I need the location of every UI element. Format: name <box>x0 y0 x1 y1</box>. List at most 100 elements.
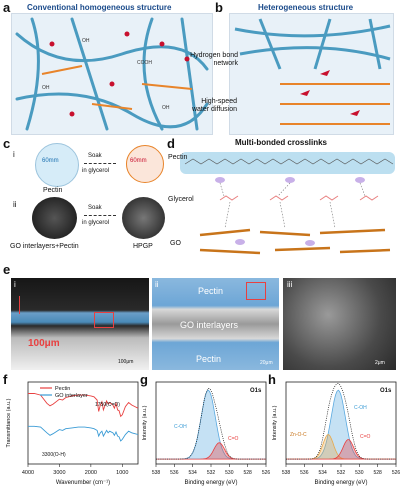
ftir-xlabel: Wavenumber (cm⁻¹) <box>56 480 110 486</box>
water-diffusion-label: High-speed water diffusion <box>191 98 237 113</box>
sem-iii-sub: iii <box>287 280 293 289</box>
ftir-plot-frame <box>27 381 139 465</box>
sem-ii-sub: ii <box>155 280 159 289</box>
xps-peak-2-0 <box>286 389 396 460</box>
panel-b-illustration <box>229 13 394 135</box>
xps-h-zn: Zn-O-C <box>290 432 307 438</box>
svg-text:OH: OH <box>42 85 50 91</box>
legend-go: GO interlayer <box>55 393 88 399</box>
hpgp-label: HPGP <box>133 243 153 250</box>
xps-xtick-label-1-1: 536 <box>170 470 179 476</box>
xps-xtick-label-2-4: 530 <box>355 470 364 476</box>
sem-image-i <box>11 278 149 370</box>
panel-h-label: h <box>268 372 276 387</box>
zoom-box-ii <box>246 282 266 300</box>
ann-co: 1750(C=O) <box>95 402 120 408</box>
legend-pectin: Pectin <box>55 386 70 392</box>
panel-d-illustration <box>180 150 395 260</box>
xps-g-xlabel: Binding energy (eV) <box>184 480 237 486</box>
xps-xtick-label-2-1: 536 <box>300 470 309 476</box>
xps-h-cod: C=O <box>360 434 371 440</box>
arrow-1 <box>84 163 116 164</box>
panel-c-label: c <box>3 136 11 151</box>
xps-xtick-label-2-2: 534 <box>318 470 327 476</box>
sem-i-sub: i <box>14 280 16 289</box>
xps-g-cod: C=O <box>228 436 239 442</box>
ftir-series-1 <box>28 425 139 442</box>
sem-image-iii <box>283 278 396 370</box>
thickness-label: 100μm <box>28 338 60 349</box>
heterogeneous-network-illustration <box>234 18 391 125</box>
xps-xtick-label-1-2: 534 <box>188 470 197 476</box>
svg-text:COOH: COOH <box>137 60 152 66</box>
ann-oh: 3300(O-H) <box>42 452 66 458</box>
scale-i: 100μm <box>118 359 134 365</box>
xps-xtick-label-2-0: 538 <box>282 470 291 476</box>
panel-c-sub-ii: ii <box>13 200 17 209</box>
ftir-xtick-label-3: 1000 <box>116 470 128 476</box>
panel-b-title: Heterogeneous structure <box>258 3 354 12</box>
sem-pectin-bottom: Pectin <box>196 354 222 364</box>
ftir-ylabel: Transmittance (a.u.) <box>6 398 12 447</box>
panel-b-label: b <box>215 0 223 15</box>
xps-g-chart: 538 536 534 532 530 528 526 O1s C-OH C=O Bindi… <box>142 381 270 486</box>
xps-xtick-label-1-4: 530 <box>225 470 234 476</box>
panel-d-title: Multi-bonded crosslinks <box>235 138 328 147</box>
crosslink-illustration <box>180 152 395 255</box>
xps-envelope-1 <box>156 388 266 460</box>
xps-xtick-label-1-3: 532 <box>207 470 216 476</box>
sem-go-interlayers: GO interlayers <box>180 320 239 330</box>
arrow-2 <box>84 215 116 216</box>
xps-g-coh: C-OH <box>174 424 187 430</box>
glycerol-label-1: in glycerol <box>82 168 110 174</box>
xps-xtick-label-2-5: 528 <box>373 470 382 476</box>
scale-ii: 20μm <box>260 360 273 366</box>
ftir-xtick-label-2: 2000 <box>85 470 97 476</box>
panel-d-label: d <box>167 136 175 151</box>
go-pectin-disk <box>32 197 77 239</box>
panel-d-pectin-label: Pectin <box>168 154 188 161</box>
svg-text:OH: OH <box>162 105 170 111</box>
panel-e-label: e <box>3 262 11 277</box>
xps-xtick-label-1-6: 526 <box>262 470 270 476</box>
xps-h-chart: 538 536 534 532 530 528 526 O1s C-OH Zn-O-C C=… <box>272 381 400 486</box>
soak-label-1: Soak <box>88 153 102 159</box>
panel-a-illustration: OH COOH OH OH <box>11 13 213 135</box>
xps-xtick-label-1-5: 528 <box>243 470 252 476</box>
homogeneous-network-illustration: OH COOH OH OH <box>15 17 209 131</box>
dim-after-label: 60mm <box>130 158 147 164</box>
ftir-xtick-label-1: 3000 <box>53 470 65 476</box>
xps-g-title: O1s <box>250 388 262 394</box>
scale-iii: 2μm <box>375 360 385 366</box>
xps-h-ylabel: Intensity (a.u.) <box>272 405 278 440</box>
xps-xtick-label-2-3: 532 <box>337 470 346 476</box>
panel-d-go-label: GO <box>170 240 181 247</box>
xps-peak-1-0 <box>156 389 266 460</box>
panel-a-title: Conventional homogeneous structure <box>27 3 172 12</box>
xps-peak-1-1 <box>156 442 266 460</box>
sem-pectin-top: Pectin <box>198 286 224 296</box>
soak-label-2: Soak <box>88 205 102 211</box>
ftir-legend: Pectin GO interlayer <box>40 386 88 399</box>
dim-before-label: 60mm <box>42 158 59 164</box>
xps-h-coh: C-OH <box>354 405 367 411</box>
xps-envelope-2 <box>286 383 396 460</box>
pectin-disk-before <box>35 143 79 187</box>
ftir-xtick-label-0: 4000 <box>22 470 34 476</box>
ftir-series-0 <box>28 393 139 418</box>
xps-xtick-label-2-6: 526 <box>392 470 400 476</box>
svg-text:OH: OH <box>82 38 90 44</box>
hydrogen-bond-label: Hydrogen bond network <box>190 52 238 67</box>
xps-g-ylabel: Intensity (a.u.) <box>142 405 148 440</box>
panel-d-glycerol-label: Glycerol <box>168 196 194 203</box>
hpgp-disk <box>122 197 165 239</box>
pectin-disk-after <box>126 145 164 183</box>
xps-xtick-label-1-0: 538 <box>152 470 161 476</box>
pectin-label-c: Pectin <box>43 187 63 194</box>
zoom-box-i <box>94 312 114 328</box>
thickness-arrow-line <box>19 296 20 314</box>
go-pectin-label: GO interlayers+Pectin <box>10 243 79 250</box>
xps-h-title: O1s <box>380 388 392 394</box>
panel-a-label: a <box>3 0 11 15</box>
panel-g-label: g <box>140 372 148 387</box>
